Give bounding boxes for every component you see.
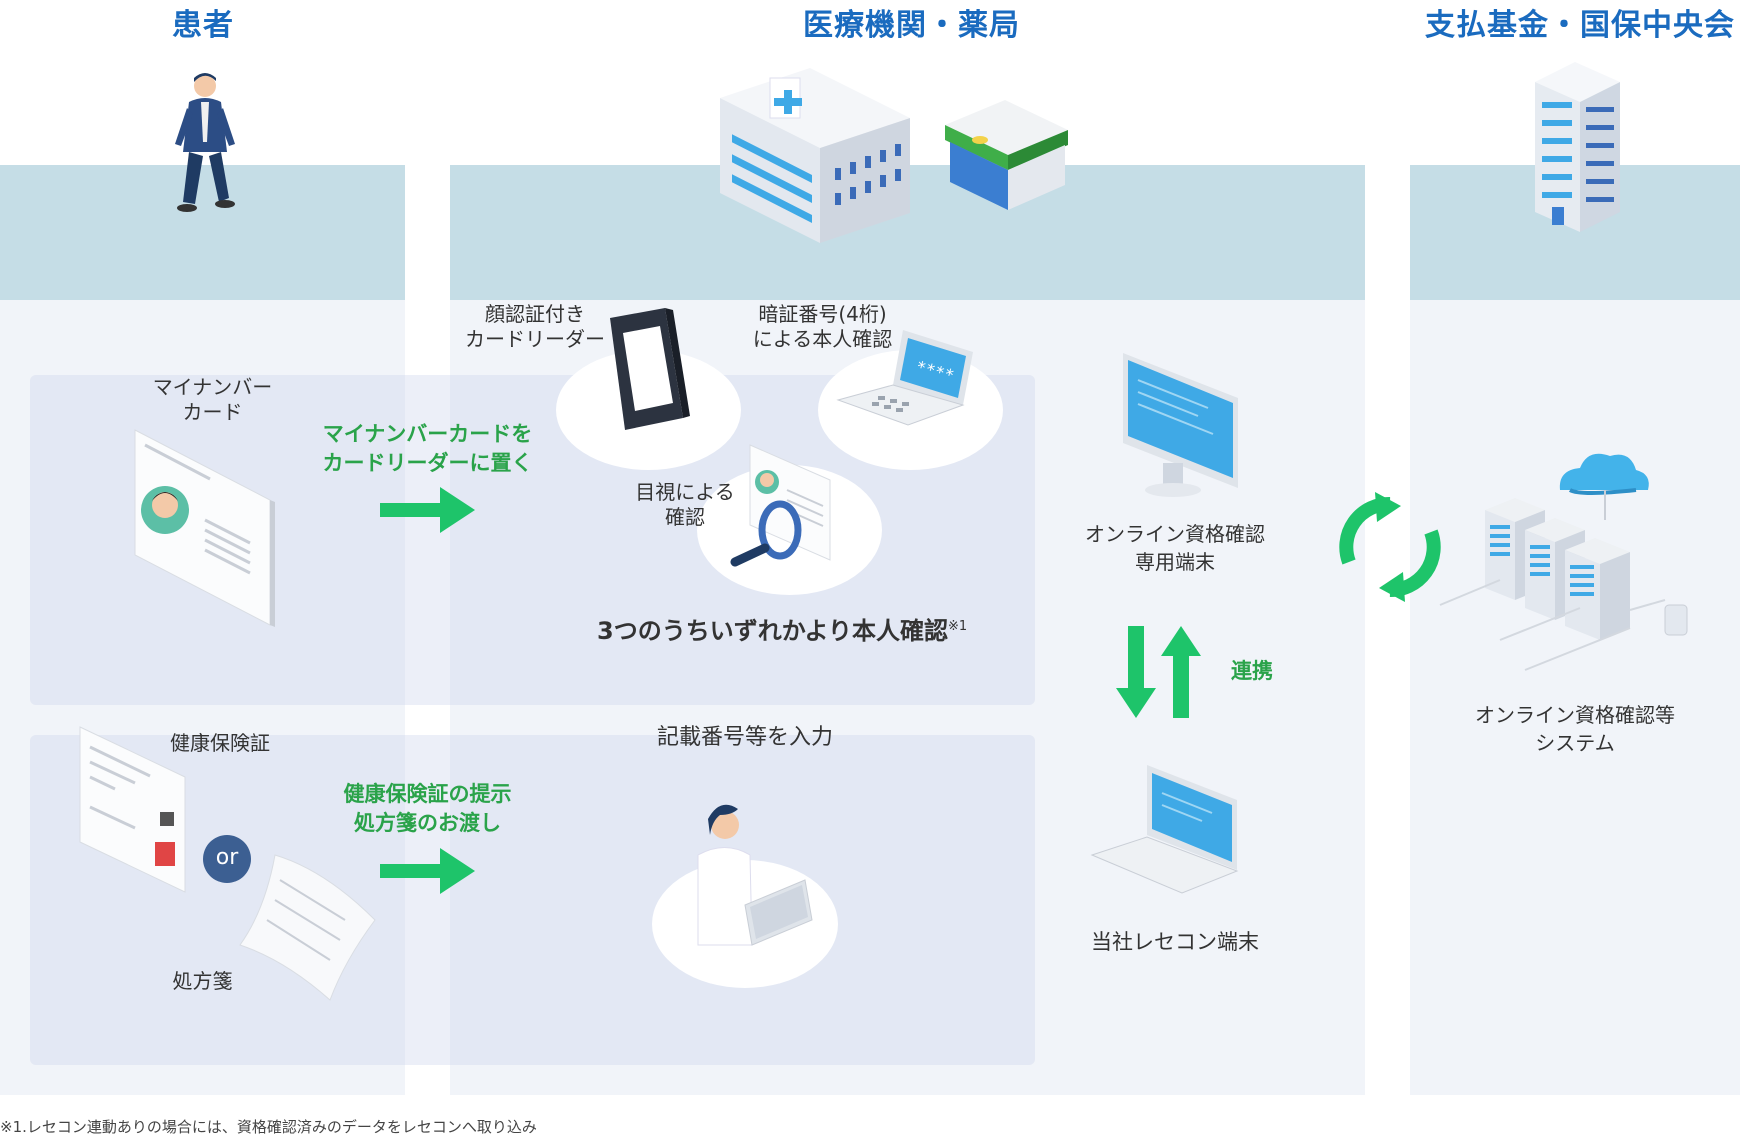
system-label-line2: システム [1535,731,1615,755]
insurance-card-icon [79,726,186,893]
fund-column-body [1410,300,1740,1095]
input-number-label: 記載番号等を入力 [656,725,833,750]
face-card-reader-icon [610,308,690,430]
receipt-laptop-icon [1090,765,1239,894]
verification-summary-note: ※1 [948,619,968,634]
prescription-label: 処方箋 [172,969,233,993]
patient-person-icon [175,73,235,212]
pin-label-line1: 暗証番号(4桁) [758,302,887,326]
online-terminal-label-line1: オンライン資格確認 [1085,522,1265,546]
office-building-icon [1535,62,1620,232]
prescription-paper-icon [239,854,376,1001]
verification-summary-text: 3つのうちいずれかより本人確認 [597,617,949,645]
insurance-row-panel [30,735,1035,1065]
sync-arrows-icon [1339,492,1441,602]
visual-check-label-line2: 確認 [665,505,705,529]
pharmacy-building-icon [945,100,1068,210]
header-fund: 支払基金・国保中央会 [1425,8,1735,43]
insurance-flow-arrow-icon [380,848,475,894]
face-reader-label-line1: 顔認証付き [485,302,585,326]
mynumber-card-label-line2: カード [182,400,243,424]
face-reader-label-line2: カードリーダー [465,327,605,351]
mynumber-card-icon [134,429,275,627]
link-arrows-icon [1116,626,1201,718]
insurance-card-label: 健康保険証 [170,731,270,755]
receipt-terminal-label: 当社レセコン端末 [1091,930,1259,954]
card-action-line1: マイナンバーカードを [322,422,533,446]
visual-check-icon [730,444,831,567]
card-action-line2: カードリーダーに置く [322,451,533,475]
link-label: 連携 [1231,659,1273,683]
header-patient: 患者 [172,8,234,43]
pin-laptop-icon: **** [836,330,973,426]
visual-check-label-line1: 目視による [635,480,735,504]
insurance-action-line1: 健康保険証の提示 [343,782,512,806]
staff-with-laptop-icon [697,804,813,946]
header-medical: 医療機関・薬局 [803,8,1020,43]
card-flow-arrow-icon [380,487,475,533]
online-terminal-monitor-icon [1123,353,1238,497]
patient-column-band [0,165,405,300]
hospital-building-icon [720,68,910,243]
mynumber-card-label-line1: マイナンバー [152,375,273,399]
insurance-action-line2: 処方箋のお渡し [354,811,501,835]
footnote: ※1.レセコン連動ありの場合には、資格確認済みのデータをレセコンへ取り込み [0,1118,537,1136]
online-terminal-label-line2: 専用端末 [1135,550,1215,574]
verification-summary: 3つのうちいずれかより本人確認※1 [597,611,967,646]
system-label-line1: オンライン資格確認等 [1475,703,1675,727]
pin-label-line2: による本人確認 [752,327,893,351]
server-cloud-icon [1439,453,1688,671]
or-badge: or [203,835,251,883]
